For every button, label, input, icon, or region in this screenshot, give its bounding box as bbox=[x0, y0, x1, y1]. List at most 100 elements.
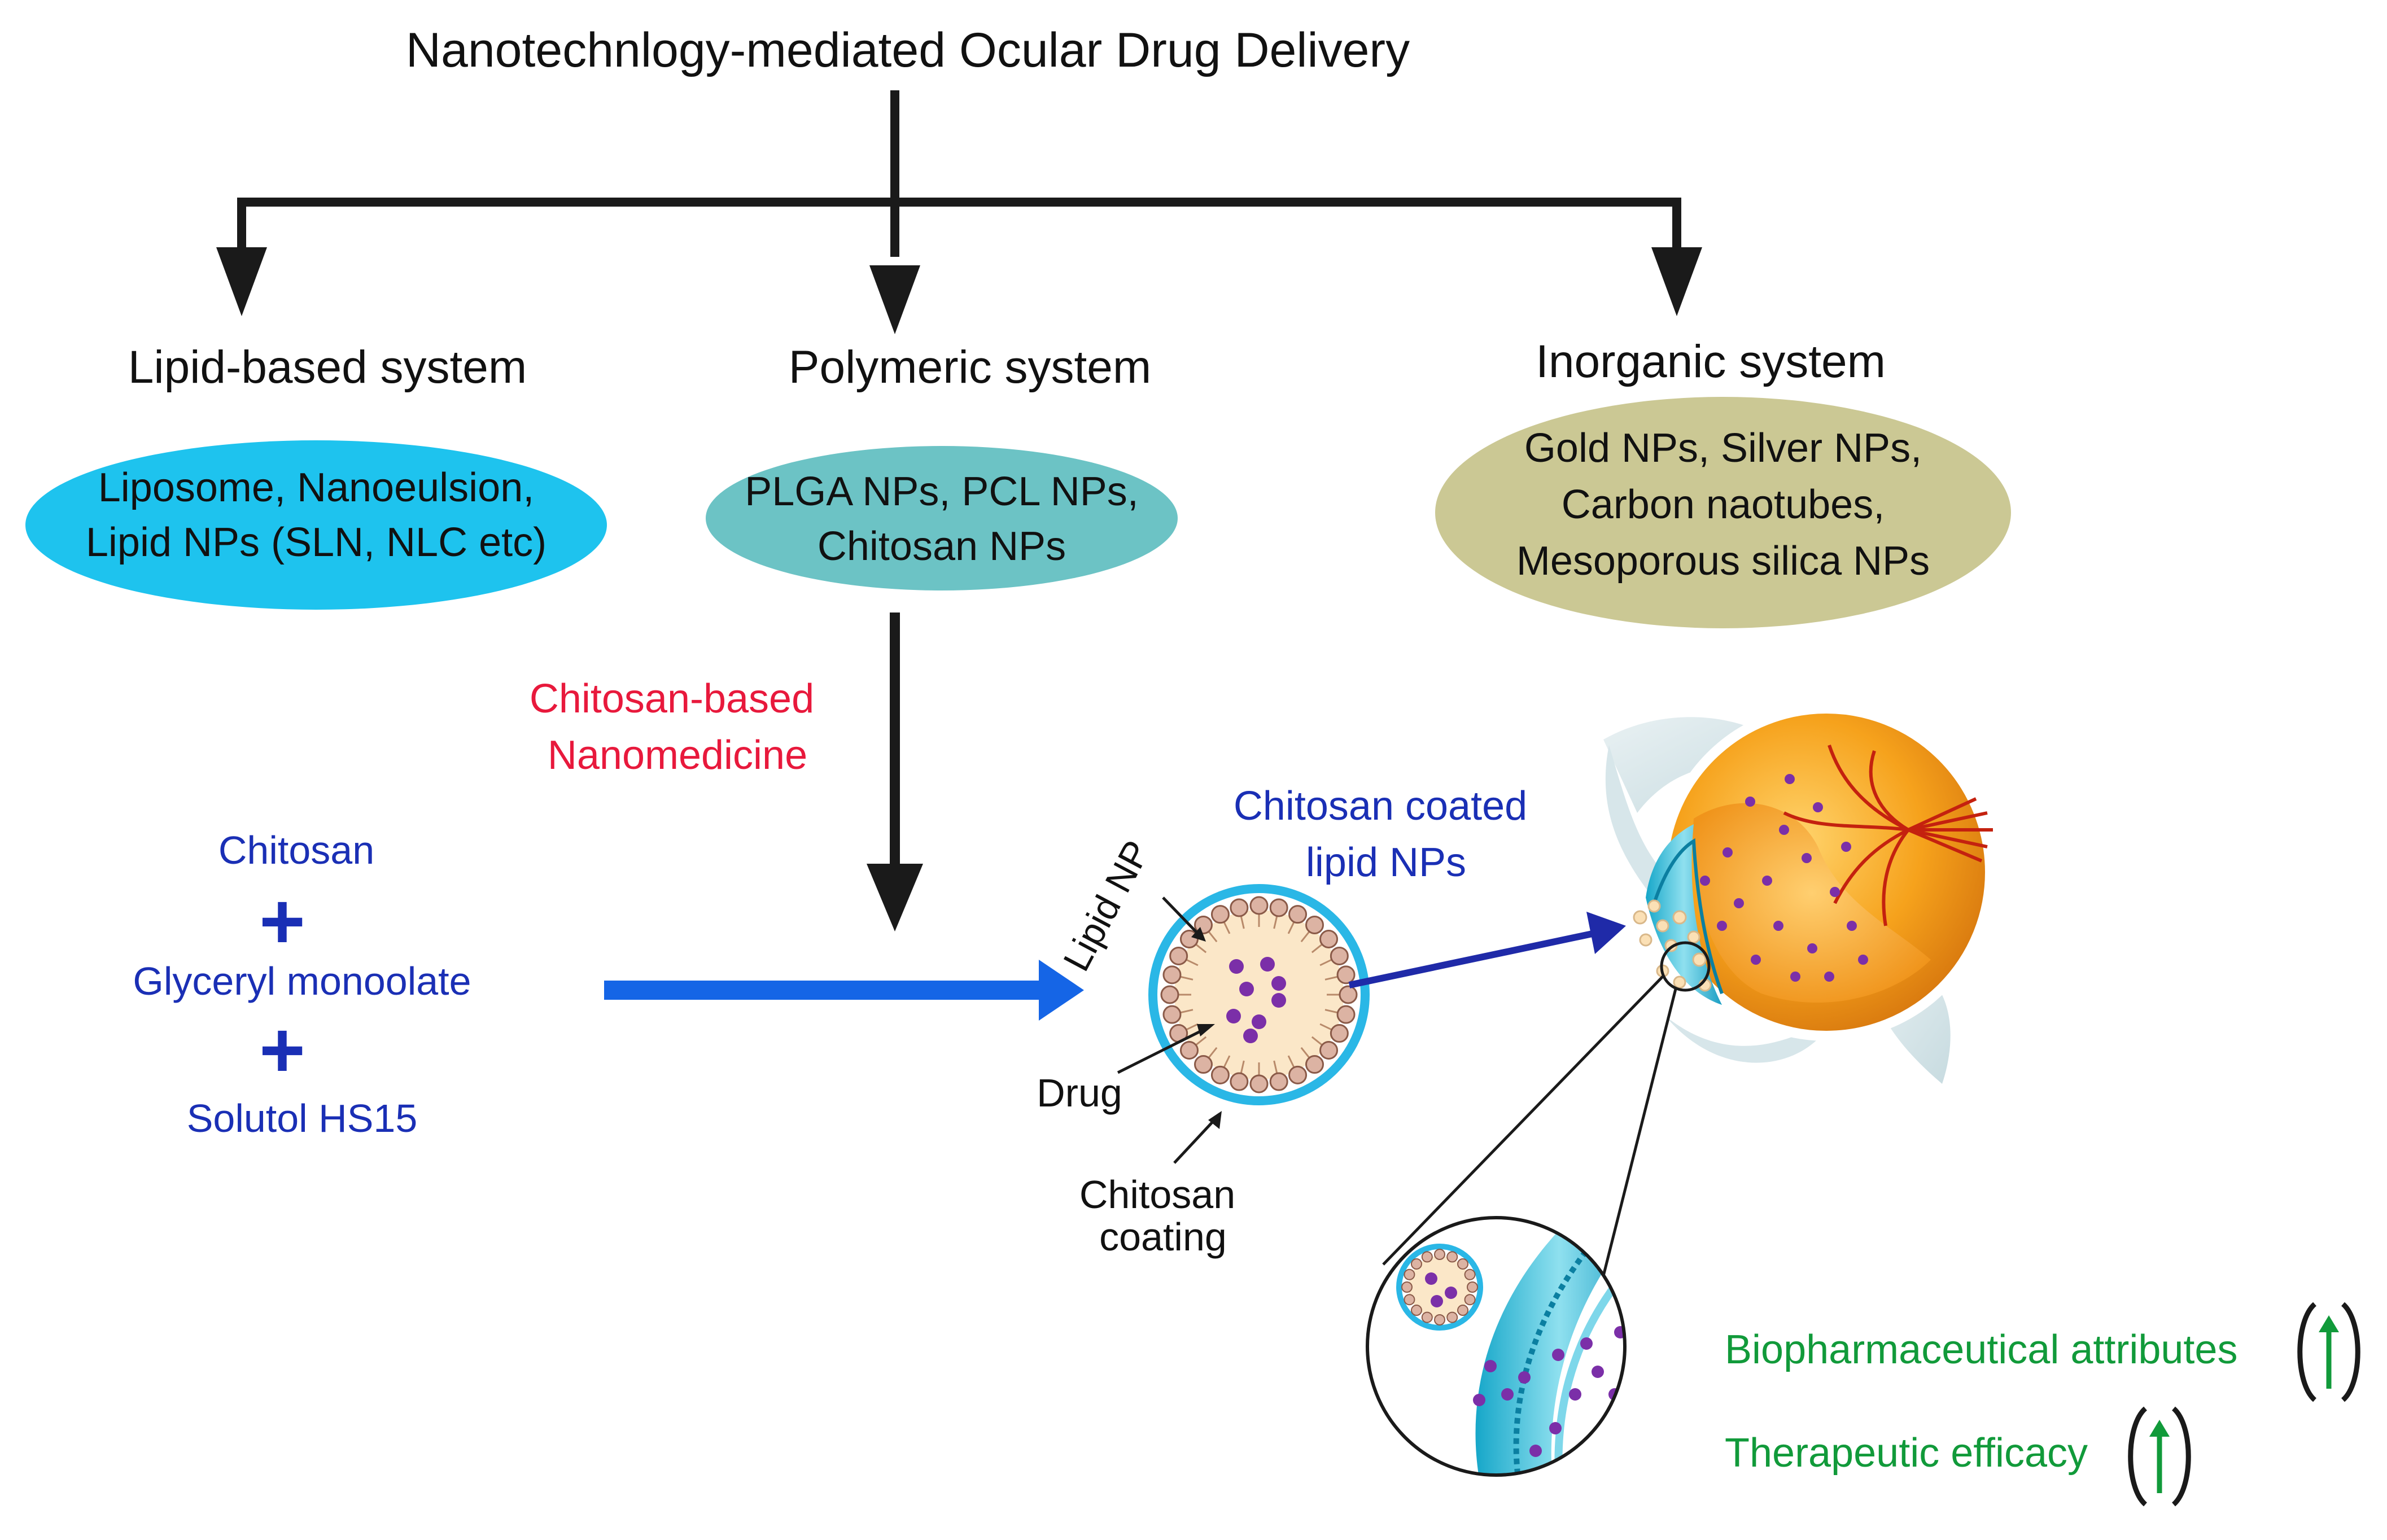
diagram-title: Nanotechnlogy-mediated Ocular Drug Deliv… bbox=[406, 23, 1410, 77]
inorganic-item-1: Gold NPs, Silver NPs, bbox=[1524, 426, 1922, 471]
blue-arrow-head bbox=[1039, 960, 1084, 1021]
lipid-head bbox=[1230, 898, 1249, 917]
drug-molecule bbox=[1271, 993, 1286, 1008]
arrowheads bbox=[216, 247, 1702, 334]
label-chitosan-coating-2: coating bbox=[1099, 1215, 1227, 1259]
eye-drug-molecule bbox=[1807, 943, 1817, 953]
lipid-head bbox=[1249, 896, 1269, 915]
eye-drug-molecule bbox=[1847, 921, 1857, 931]
drug-molecule bbox=[1229, 959, 1244, 974]
eye-drug-molecule bbox=[1841, 842, 1851, 852]
lipid-head bbox=[1160, 985, 1179, 1004]
plus-sign-1: + bbox=[259, 877, 305, 965]
zoom-drug-molecule bbox=[1549, 1422, 1562, 1434]
heading-lipid-based: Lipid-based system bbox=[128, 342, 527, 393]
inorganic-item-2: Carbon naotubes, bbox=[1562, 482, 1885, 527]
lipid-head bbox=[1194, 1055, 1213, 1074]
drug-molecule bbox=[1260, 957, 1275, 972]
zoom-drug-molecule bbox=[1592, 1366, 1604, 1378]
pointer-coating bbox=[1173, 1119, 1215, 1164]
lipid-head bbox=[1179, 1041, 1199, 1060]
zoom-lipid-head bbox=[1464, 1294, 1476, 1306]
arrowhead-inorganic bbox=[1651, 247, 1702, 316]
drug-molecule bbox=[1252, 1014, 1266, 1029]
zoom-lipid-head bbox=[1446, 1251, 1458, 1263]
ingredient-solutol: Solutol HS15 bbox=[187, 1096, 418, 1140]
eye-illustration bbox=[1603, 703, 1995, 1084]
increase-indicator-1 bbox=[2297, 1302, 2360, 1402]
zoom-line-left bbox=[1382, 975, 1664, 1266]
eye-drug-molecule bbox=[1723, 847, 1733, 858]
zoom-drug-molecule bbox=[1431, 1295, 1443, 1307]
zoom-drug-molecule bbox=[1501, 1388, 1514, 1401]
chitosan-coated-nanoparticle bbox=[1148, 884, 1370, 1105]
coated-np-label-1: Chitosan coated bbox=[1234, 784, 1527, 829]
eye-drug-molecules bbox=[1700, 774, 1868, 982]
eye-drug-molecule bbox=[1700, 876, 1710, 886]
nanoparticle-drug-molecules bbox=[1226, 957, 1286, 1043]
arrowhead-polymeric bbox=[869, 265, 920, 334]
lipid-item-1: Liposome, Nanoeulsion, bbox=[98, 465, 535, 510]
lipid-head bbox=[1336, 965, 1356, 985]
lipid-head bbox=[1210, 905, 1230, 924]
chitosan-based-label-1: Chitosan-based bbox=[530, 676, 814, 721]
lipid-head bbox=[1269, 1072, 1288, 1091]
zoom-drug-molecule bbox=[1484, 1360, 1497, 1372]
chitosan-based-label-2: Nanomedicine bbox=[548, 733, 807, 778]
eye-drug-molecule bbox=[1785, 774, 1795, 784]
outcome-therapeutic: Therapeutic efficacy bbox=[1725, 1430, 2088, 1476]
heading-polymeric: Polymeric system bbox=[789, 342, 1151, 393]
lipid-head bbox=[1249, 1074, 1269, 1093]
coated-np-label-2: lipid NPs bbox=[1306, 840, 1466, 885]
zoom-lipid-head bbox=[1446, 1311, 1458, 1323]
drug-molecule bbox=[1226, 1009, 1241, 1023]
arrowhead-lipid bbox=[216, 247, 267, 316]
ingredient-glyceryl: Glyceryl monoolate bbox=[133, 959, 471, 1003]
drug-molecule bbox=[1271, 976, 1286, 991]
lipid-head bbox=[1330, 1024, 1349, 1043]
increase-indicator-2 bbox=[2128, 1406, 2191, 1507]
zoom-lipid-head bbox=[1457, 1305, 1469, 1316]
eye-drug-molecule bbox=[1745, 797, 1755, 807]
eye-drug-molecule bbox=[1830, 887, 1840, 897]
lipid-head bbox=[1305, 1055, 1324, 1074]
ellipse-polymeric bbox=[706, 446, 1178, 590]
zoom-lipid-head bbox=[1410, 1305, 1422, 1316]
zoom-detail-circle bbox=[1366, 1216, 1627, 1477]
lipid-head bbox=[1319, 1041, 1339, 1060]
eye-drug-molecule bbox=[1779, 825, 1789, 835]
eye-drug-molecule bbox=[1802, 853, 1812, 863]
pointer-coating-head bbox=[1208, 1111, 1222, 1129]
polymeric-item-1: PLGA NPs, PCL NPs, bbox=[745, 469, 1139, 514]
tree-connectors bbox=[237, 90, 1681, 257]
eye-drug-molecule bbox=[1790, 972, 1800, 982]
lipid-head bbox=[1288, 1065, 1308, 1084]
label-drug: Drug bbox=[1037, 1071, 1122, 1115]
eye-drug-molecule bbox=[1751, 955, 1761, 965]
pointer-lipid-np-head bbox=[1191, 927, 1206, 942]
drug-molecule bbox=[1243, 1029, 1258, 1043]
delivery-arrow-shaft bbox=[1348, 929, 1599, 988]
zoom-focus-circle bbox=[1660, 941, 1711, 992]
zoom-drug-molecule bbox=[1425, 1272, 1437, 1285]
plus-sign-2: + bbox=[259, 1005, 305, 1094]
zoom-lipid-head bbox=[1404, 1294, 1415, 1306]
lipid-item-2: Lipid NPs (SLN, NLC etc) bbox=[86, 520, 547, 565]
label-chitosan-coating-1: Chitosan bbox=[1079, 1172, 1235, 1217]
ingredient-chitosan: Chitosan bbox=[218, 828, 374, 872]
zoom-drug-molecule bbox=[1473, 1394, 1485, 1406]
lipid-head bbox=[1288, 905, 1308, 924]
zoom-lipid-head bbox=[1421, 1251, 1433, 1263]
lipid-head bbox=[1339, 985, 1358, 1004]
pointer-lipid-np bbox=[1162, 896, 1198, 934]
blue-arrow-shaft bbox=[604, 981, 1056, 1000]
pointer-drug-head bbox=[1197, 1024, 1215, 1036]
lipid-head bbox=[1319, 929, 1339, 948]
zoom-lipid-head bbox=[1410, 1258, 1422, 1270]
lipid-head bbox=[1210, 1065, 1230, 1084]
zoom-drug-molecule bbox=[1552, 1349, 1564, 1361]
zoom-lipid-head bbox=[1457, 1258, 1469, 1270]
eye-drug-molecule bbox=[1773, 921, 1783, 931]
eye-drug-molecule bbox=[1762, 876, 1772, 886]
zoom-lipid-head bbox=[1404, 1268, 1415, 1280]
